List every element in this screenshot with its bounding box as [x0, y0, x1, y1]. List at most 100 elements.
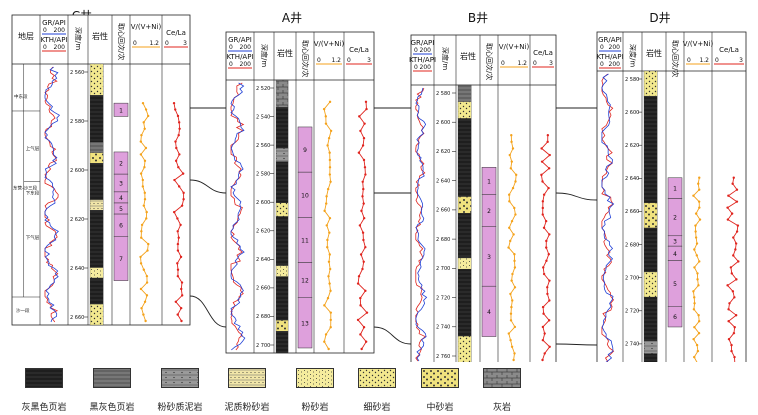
v-ratio-point — [329, 325, 332, 329]
core-run-label: 3 — [673, 238, 677, 245]
v-ratio-point — [509, 338, 512, 342]
depth-tick-label: 2 640 — [70, 266, 84, 272]
ce-la-point — [543, 332, 546, 335]
v-scale-max: 1.2 — [331, 57, 341, 64]
ce-la-point — [541, 305, 545, 309]
ce-la-point — [359, 304, 362, 307]
ce-la-point — [365, 107, 368, 111]
depth-tick-label: 2 660 — [625, 209, 639, 215]
ce-la-point — [729, 266, 733, 269]
ce-la-point — [736, 224, 740, 227]
core-run-header-label: 取心回次/次 — [117, 23, 126, 60]
v-ratio-point — [140, 223, 144, 227]
v-ratio-point — [139, 287, 143, 291]
ce-la-point — [360, 347, 363, 351]
ce-la-point — [180, 319, 183, 323]
depth-tick-label: 2 600 — [256, 200, 270, 206]
ce-la-point — [726, 206, 729, 209]
legend-item-gray-shale: 黑灰色页岩 — [82, 368, 142, 413]
ce-la-point — [732, 236, 735, 239]
depth-tick-label: 2 640 — [256, 257, 270, 263]
v-ratio-point — [325, 202, 328, 205]
lithology-header-label: 岩性 — [277, 48, 293, 58]
v-scale-min: 0 — [687, 57, 691, 64]
gr-header-label: GR/API — [42, 19, 66, 27]
lithology-bed — [643, 353, 658, 362]
ce-la-point — [541, 325, 545, 329]
gr-scale-max: 200 — [54, 27, 66, 34]
lithology-header-label: 岩性 — [646, 48, 662, 58]
ce-la-point — [181, 172, 185, 175]
ce-la-point — [362, 325, 366, 329]
legend-item-limestone: 灰岩 — [472, 368, 532, 413]
gr-log-curve — [601, 73, 615, 362]
ce-la-point — [727, 194, 730, 197]
ce-la-point — [359, 296, 362, 300]
kth-scale-max: 200 — [420, 64, 432, 71]
strata-label-xiadong: 下东段 — [26, 190, 40, 197]
ce-la-point — [359, 129, 362, 133]
depth-tick-label: 2 580 — [256, 171, 270, 177]
v-ratio-point — [696, 272, 699, 275]
v-ratio-header-label: V/(V+Ni) — [683, 40, 714, 48]
ce-la-point — [726, 218, 730, 221]
v-ratio-point — [322, 107, 326, 111]
legend-label: 灰岩 — [492, 403, 511, 413]
v-ratio-point — [698, 260, 701, 263]
v-ratio-point — [695, 343, 699, 347]
strata-label-shayi: 沙一段 — [16, 307, 30, 314]
ce-la-point — [175, 146, 178, 150]
v-ratio-point — [513, 352, 516, 355]
depth-tick-label: 2 740 — [436, 325, 450, 331]
v-ratio-point — [510, 140, 513, 144]
lithology-bed — [275, 202, 289, 217]
v-ratio-point — [327, 347, 330, 351]
ce-la-point — [176, 268, 180, 271]
ce-la-header-label: Ce/La — [349, 46, 369, 54]
v-ratio-point — [139, 262, 143, 265]
ce-la-point — [177, 236, 180, 239]
ce-la-point — [735, 188, 739, 191]
ce-la-header-label: Ce/La — [166, 29, 186, 37]
core-run-label: 11 — [301, 237, 309, 244]
black-shale-swatch — [25, 368, 63, 388]
depth-tick-label: 2 660 — [70, 315, 84, 321]
v-ratio-point — [326, 144, 329, 147]
v-scale-min: 0 — [317, 57, 321, 64]
lithology-bed — [643, 296, 658, 342]
v-ratio-point — [698, 206, 701, 209]
ce-la-point — [362, 238, 365, 242]
kth-scale-min: 0 — [43, 44, 47, 51]
ce-la-point — [179, 306, 183, 310]
ce-la-point — [727, 337, 731, 341]
legend-label: 黑灰色页岩 — [89, 403, 135, 413]
ce-la-point — [730, 349, 733, 353]
ce-la-point — [546, 286, 549, 289]
ce-la-point — [731, 182, 734, 185]
ce-la-point — [174, 108, 177, 111]
ce-la-point — [546, 134, 550, 137]
depth-header-label: 深度/m — [74, 27, 83, 50]
v-ratio-point — [513, 206, 516, 210]
depth-tick-label: 2 700 — [436, 266, 450, 272]
ce-la-point — [177, 133, 180, 137]
siltstone-swatch — [296, 368, 334, 388]
kth-scale-min: 0 — [414, 64, 418, 71]
lithology-bed — [457, 335, 472, 362]
v-ratio-point — [324, 333, 328, 336]
v-ratio-point — [323, 209, 326, 213]
ce-la-point — [548, 345, 551, 348]
depth-tick-label: 2 560 — [256, 143, 270, 149]
ce-la-point — [363, 122, 366, 125]
depth-tick-label: 2 580 — [436, 91, 450, 97]
v-ratio-point — [692, 337, 695, 341]
v-ratio-point — [329, 129, 333, 133]
lithology-bed — [89, 142, 104, 153]
ce-scale-min: 0 — [715, 57, 719, 64]
v-ratio-point — [143, 127, 146, 130]
gray-shale-swatch — [93, 368, 131, 388]
ce-la-point — [542, 312, 545, 315]
depth-tick-label: 2 680 — [256, 314, 270, 320]
ce-la-point — [361, 180, 364, 184]
core-run-label: 2 — [119, 161, 123, 168]
